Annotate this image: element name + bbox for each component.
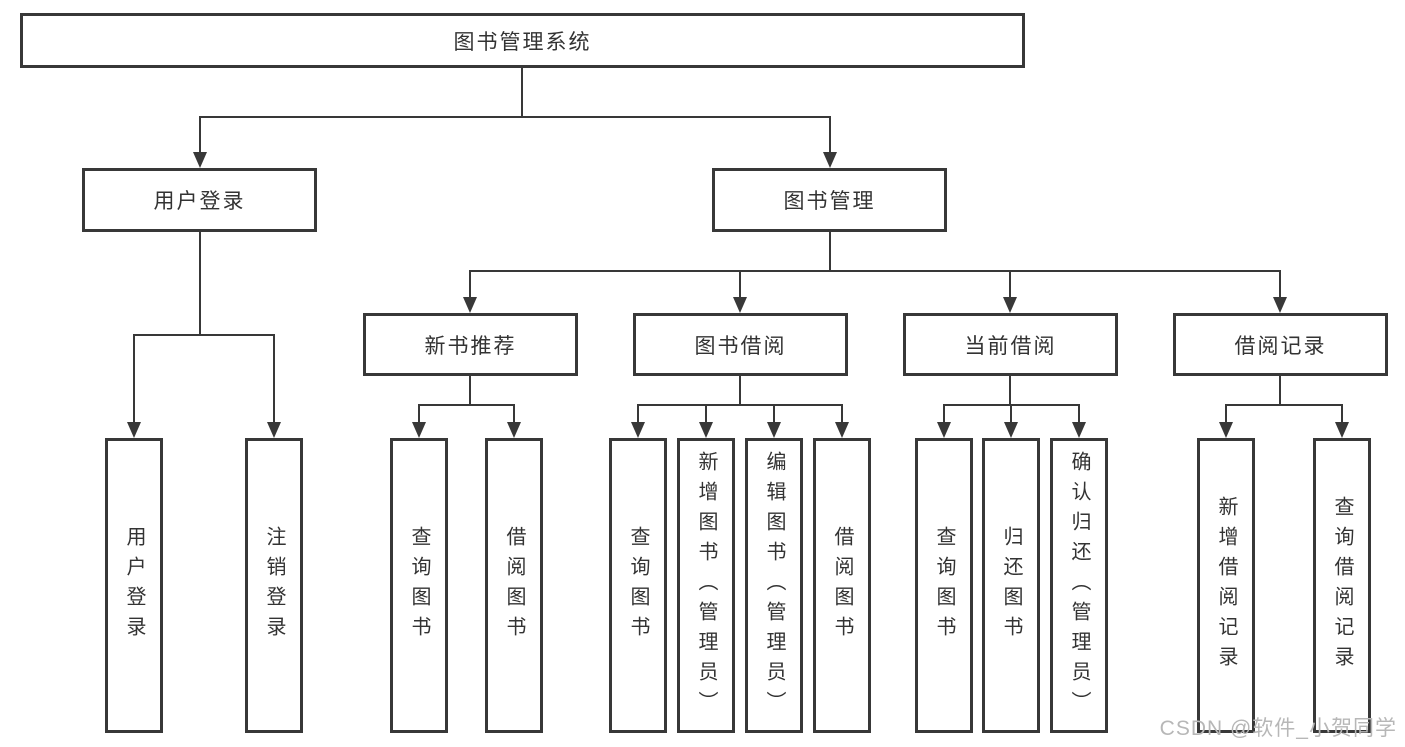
arrowhead-down xyxy=(507,422,521,438)
leaf-borrowing-add-books-admin: 新增图书（管理员） xyxy=(677,438,735,733)
leaf-user-login: 用户登录 xyxy=(105,438,163,733)
leaf-logout-login: 注销登录 xyxy=(245,438,303,733)
connector-vline xyxy=(1009,270,1011,297)
node-current-borrowing: 当前借阅 xyxy=(903,313,1118,376)
connector-vline xyxy=(418,404,420,422)
leaf-recommend-query-books: 查询图书 xyxy=(390,438,448,733)
connector-hline xyxy=(199,116,831,118)
leaf-current-return-books: 归还图书 xyxy=(982,438,1040,733)
connector-vline xyxy=(513,404,515,422)
node-new-book-recommendation: 新书推荐 xyxy=(363,313,578,376)
connector-vline xyxy=(705,404,707,422)
connector-vline xyxy=(1225,404,1227,422)
arrowhead-down xyxy=(937,422,951,438)
arrowhead-down xyxy=(412,422,426,438)
arrowhead-down xyxy=(127,422,141,438)
leaf-borrowing-edit-books-admin: 编辑图书（管理员） xyxy=(745,438,803,733)
watermark-text: CSDN @软件_小贺同学 xyxy=(1159,717,1397,740)
arrowhead-down xyxy=(699,422,713,438)
connector-vline xyxy=(829,232,831,272)
node-borrowing-records: 借阅记录 xyxy=(1173,313,1388,376)
connector-vline xyxy=(469,270,471,297)
connector-vline xyxy=(829,116,831,152)
connector-vline xyxy=(521,68,523,116)
connector-vline xyxy=(943,404,945,422)
arrowhead-down xyxy=(1219,422,1233,438)
arrowhead-down xyxy=(631,422,645,438)
connector-hline xyxy=(637,404,843,406)
connector-vline xyxy=(773,404,775,422)
node-system-title: 图书管理系统 xyxy=(20,13,1025,68)
arrowhead-down xyxy=(1273,297,1287,313)
connector-vline xyxy=(1279,270,1281,297)
arrowhead-down xyxy=(1072,422,1086,438)
connector-hline xyxy=(133,334,275,336)
connector-vline xyxy=(1279,376,1281,404)
connector-vline xyxy=(1010,404,1012,422)
connector-vline xyxy=(841,404,843,422)
leaf-borrowing-query-books: 查询图书 xyxy=(609,438,667,733)
leaf-borrowing-borrow-books: 借阅图书 xyxy=(813,438,871,733)
arrowhead-down xyxy=(1003,297,1017,313)
connector-vline xyxy=(1009,376,1011,404)
leaf-records-query-borrow-record: 查询借阅记录 xyxy=(1313,438,1371,733)
connector-vline xyxy=(739,376,741,404)
connector-hline xyxy=(1225,404,1343,406)
arrowhead-down xyxy=(835,422,849,438)
connector-vline xyxy=(199,116,201,152)
node-book-management: 图书管理 xyxy=(712,168,947,232)
arrowhead-down xyxy=(267,422,281,438)
connector-vline xyxy=(1341,404,1343,422)
connector-hline xyxy=(418,404,515,406)
leaf-records-add-borrow-record: 新增借阅记录 xyxy=(1197,438,1255,733)
connector-hline xyxy=(469,270,1281,272)
connector-vline xyxy=(637,404,639,422)
node-user-login: 用户登录 xyxy=(82,168,317,232)
arrowhead-down xyxy=(733,297,747,313)
arrowhead-down xyxy=(463,297,477,313)
connector-vline xyxy=(739,270,741,297)
connector-vline xyxy=(273,334,275,422)
connector-vline xyxy=(199,232,201,334)
leaf-recommend-borrow-books: 借阅图书 xyxy=(485,438,543,733)
arrowhead-down xyxy=(767,422,781,438)
arrowhead-down xyxy=(823,152,837,168)
arrowhead-down xyxy=(193,152,207,168)
connector-vline xyxy=(133,334,135,422)
arrowhead-down xyxy=(1004,422,1018,438)
connector-vline xyxy=(1078,404,1080,422)
node-book-borrowing: 图书借阅 xyxy=(633,313,848,376)
connector-vline xyxy=(469,376,471,404)
leaf-current-query-books: 查询图书 xyxy=(915,438,973,733)
leaf-current-confirm-return-admin: 确认归还（管理员） xyxy=(1050,438,1108,733)
arrowhead-down xyxy=(1335,422,1349,438)
